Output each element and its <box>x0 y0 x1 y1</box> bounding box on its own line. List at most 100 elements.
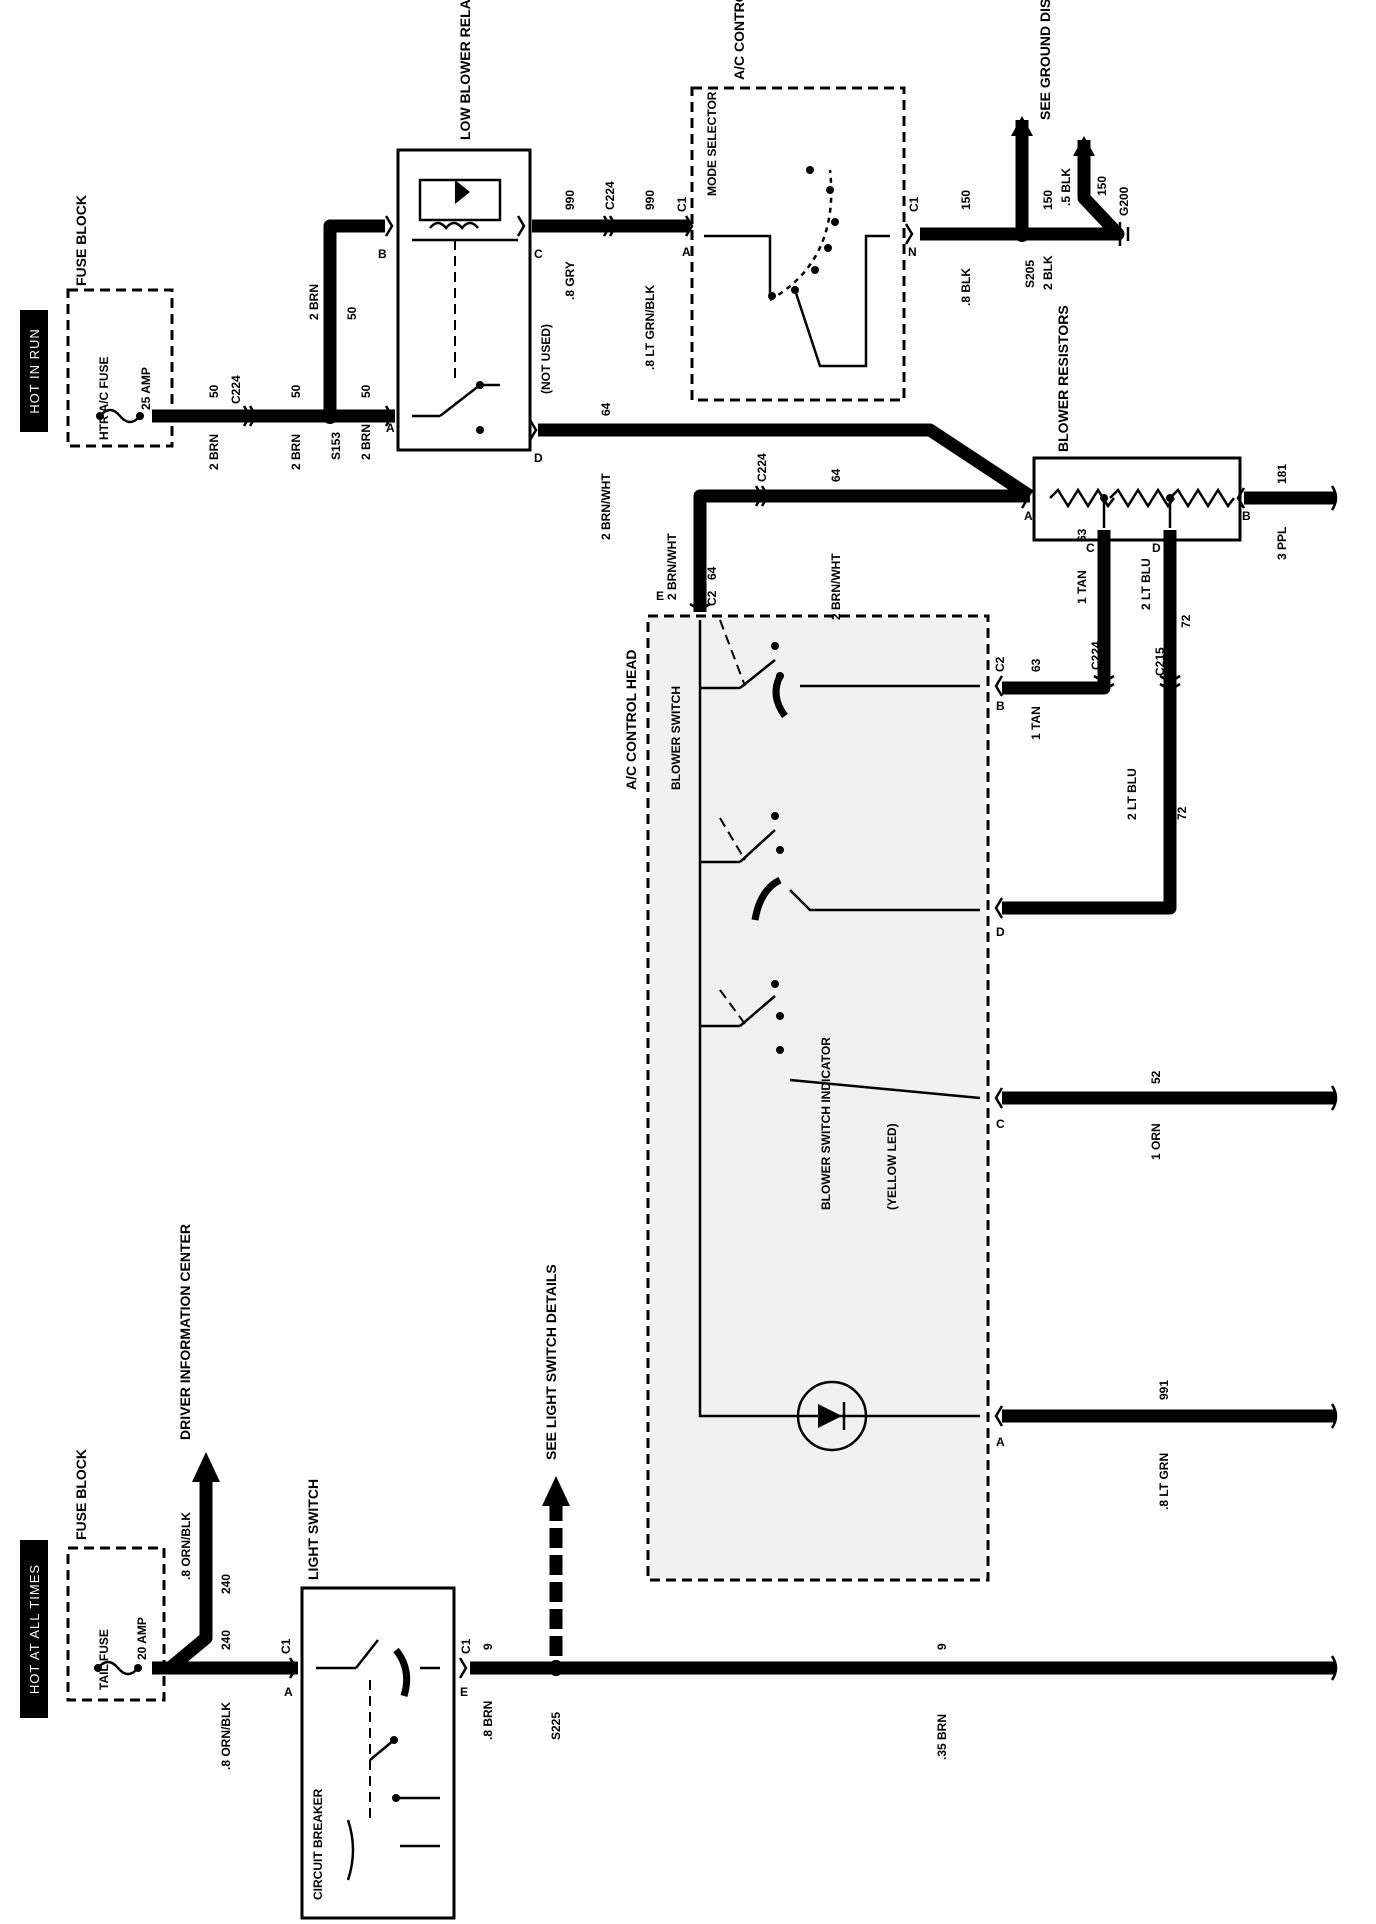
light-switch: LIGHT SWITCH CIRCUIT BREAKER <box>300 1479 456 1920</box>
resistor-pin-b: B <box>1242 509 1251 523</box>
wire-63-gauge-1: 1 TAN <box>1075 570 1089 604</box>
wire-150-g200 <box>1022 140 1125 241</box>
lower-head-pin-a: A <box>996 1435 1005 1449</box>
lower-head-pin-b: B <box>996 699 1005 713</box>
light-switch-details-note: SEE LIGHT SWITCH DETAILS <box>543 1264 559 1460</box>
lower-head-connector-c1: C1 <box>907 196 921 212</box>
wire-50-circuit-1: 50 <box>207 384 221 398</box>
mode-selector-label: MODE SELECTOR <box>705 91 719 196</box>
wire-72-circuit-1: 72 <box>1179 614 1193 628</box>
wire-50-circuit-4: 50 <box>345 306 359 320</box>
wire-240-gauge-1: .8 ORN/BLK <box>219 1702 233 1770</box>
wire-990-gauge-1: .8 GRY <box>563 261 577 300</box>
wire-150-circuit: 150 <box>959 190 973 210</box>
wire-72-gauge-1: 2 LT BLU <box>1139 558 1153 610</box>
wire-181-gauge: 3 PPL <box>1275 527 1289 560</box>
wire-63-circuit-2: 63 <box>1029 658 1043 672</box>
wire-991-gauge: .8 LT GRN <box>1157 1453 1171 1510</box>
wire-150-gauge: .8 BLK <box>959 268 973 306</box>
connector-c215: C215 <box>1153 647 1167 676</box>
wire-64-circuit-2: 64 <box>829 468 843 482</box>
resistor-pin-a: A <box>1024 509 1033 523</box>
indicator-label: BLOWER SWITCH INDICATOR <box>819 1037 833 1210</box>
upper-head-title: A/C CONTROL HEAD <box>731 0 747 80</box>
wire-50-gauge-3: 2 BRN <box>359 424 373 460</box>
wire-990-circuit-1: 990 <box>563 190 577 210</box>
ground-arrow-2 <box>1073 136 1095 156</box>
wire-9-circuit-1: 9 <box>481 1643 495 1650</box>
pin-letters: A B C D A N A B C D A B C D E A E <box>284 245 1251 1699</box>
connector-c224-c: C224 <box>755 453 769 482</box>
resistor-pin-c: C <box>1086 541 1095 555</box>
wire-72 <box>1002 530 1177 915</box>
upper-head-pin-n: N <box>908 245 917 259</box>
blower-resistors: BLOWER RESISTORS <box>1032 305 1242 542</box>
connector-c224-d: C224 <box>1089 641 1103 670</box>
resistor-1 <box>1049 487 1115 509</box>
resistor-3 <box>1169 487 1235 509</box>
wire-72-gauge-2: 2 LT BLU <box>1125 768 1139 820</box>
relay-not-used: (NOT USED) <box>539 324 553 394</box>
resistor-pin-d: D <box>1152 541 1161 555</box>
relay-pin-d: D <box>534 451 543 465</box>
lower-fuse-block-title: FUSE BLOCK <box>73 1449 89 1540</box>
lower-head-title: A/C CONTROL HEAD <box>623 649 639 790</box>
wire-990-circuit-2: 990 <box>643 190 657 210</box>
splice-s205 <box>1014 226 1030 242</box>
ground-arrow-1 <box>1011 116 1033 136</box>
wire-64-relay <box>538 423 1034 502</box>
wire-9-gauge-1: .8 BRN <box>481 1701 495 1740</box>
wire-181-circuit: 181 <box>1275 464 1289 484</box>
wire-240-circuit-2: 240 <box>219 1574 233 1594</box>
relay-pin-b: B <box>378 247 387 261</box>
light-switch-details-arrow <box>542 1476 570 1506</box>
upper-fuse-symbol <box>99 408 141 424</box>
lower-fuse-rating: 20 AMP <box>135 1617 149 1660</box>
wire-150-splice-gauge: 2 BLK <box>1041 255 1055 290</box>
hot-in-run-banner: HOT IN RUN <box>20 310 48 432</box>
wire-991-circuit: 991 <box>1157 1380 1171 1400</box>
connector-c224-a: C224 <box>229 375 243 404</box>
wire-end-ticks <box>1330 485 1338 1681</box>
upper-fuse-rating: 25 AMP <box>139 367 153 410</box>
wire-72-circuit-2: 72 <box>1175 806 1189 820</box>
wire-50-circuit-2: 50 <box>289 384 303 398</box>
lower-head-pin-c: C <box>996 1117 1005 1131</box>
lower-fuse-symbol <box>97 1660 139 1676</box>
indicator-color: (YELLOW LED) <box>885 1123 899 1210</box>
wire-50-circuit-3: 50 <box>359 384 373 398</box>
blower-switch-label: BLOWER SWITCH <box>669 686 683 790</box>
wire-9-circuit-2: 9 <box>935 1643 949 1650</box>
wire-50-gauge-4: 2 BRN <box>307 284 321 320</box>
wire-9-gauge-2: .35 BRN <box>935 1714 949 1760</box>
lower-head-c2-label: C2 <box>705 590 719 606</box>
upper-head-pin-a: A <box>682 245 691 259</box>
wire-64-head <box>693 489 1030 612</box>
ground-distribution-note: SEE GROUND DISTRIBUTION <box>1037 0 1053 120</box>
light-switch-connector-e: C1 <box>459 1638 473 1654</box>
low-blower-relay: LOW BLOWER RELAY <box>396 0 532 452</box>
resistor-2 <box>1109 487 1175 509</box>
lower-head-c2-label-2: C2 <box>993 656 1007 672</box>
wire-150-ground-circuit: 150 <box>1095 176 1109 196</box>
relay-pin-a: A <box>386 421 395 435</box>
upper-fuse-block-title: FUSE BLOCK <box>73 195 89 286</box>
wire-64-gauge-3: 2 BRN/WHT <box>665 533 679 600</box>
wire-64-circuit-1: 64 <box>599 402 613 416</box>
wire-64-gauge-1: 2 BRN/WHT <box>599 473 613 540</box>
lower-fuse-block: FUSE BLOCK TAIL FUSE 20 AMP <box>66 1449 166 1702</box>
light-switch-connector-a: C1 <box>279 1638 293 1654</box>
relay-title: LOW BLOWER RELAY <box>457 0 473 140</box>
splice-s225 <box>548 1660 564 1676</box>
wire-52-gauge: 1 ORN <box>1149 1123 1163 1160</box>
light-switch-pin-e: E <box>460 1685 468 1699</box>
wire-50-gauge-1: 2 BRN <box>207 434 221 470</box>
circuit-breaker-label: CIRCUIT BREAKER <box>311 1788 325 1900</box>
connector-c224-b: C224 <box>603 181 617 210</box>
wire-64-circuit-3: 64 <box>705 566 719 580</box>
wire-150-splice-circuit: 150 <box>1041 190 1055 210</box>
lower-head-pin-d: D <box>996 925 1005 939</box>
wire-63-circuit-1: 63 <box>1075 528 1089 542</box>
upper-fuse-name: HTR A/C FUSE <box>97 356 111 440</box>
